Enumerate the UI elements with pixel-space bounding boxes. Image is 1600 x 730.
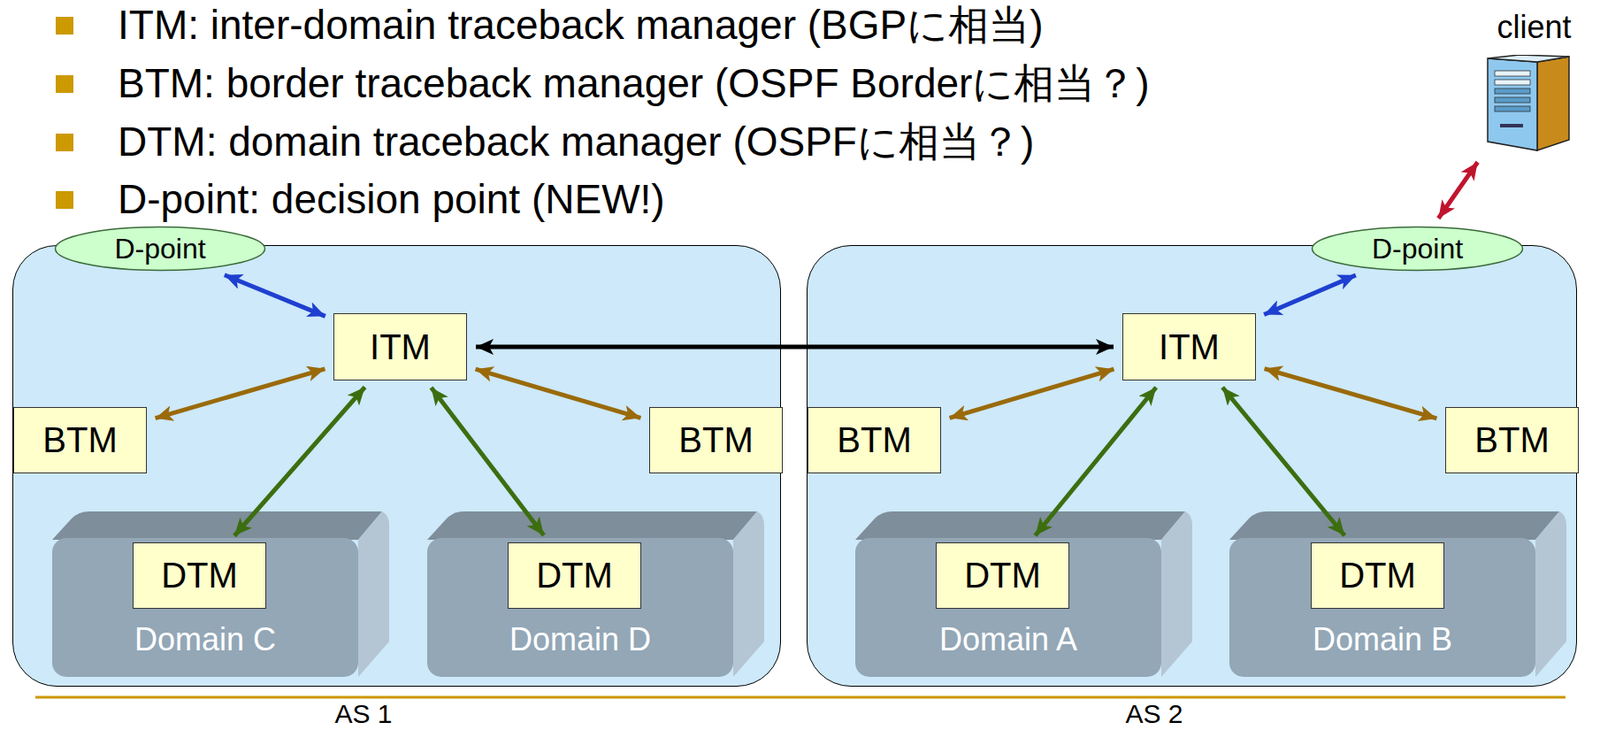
node-label: DTM	[964, 555, 1042, 596]
decision-ellipse: D-point	[53, 225, 267, 272]
node-label: ITM	[1158, 327, 1220, 368]
domain-label: Domain B	[1229, 620, 1536, 659]
manager-box: BTM	[807, 406, 942, 474]
node-label: D-point	[114, 232, 206, 266]
computer-icon	[1482, 54, 1580, 154]
bullet-square	[55, 133, 74, 152]
manager-box: DTM	[935, 542, 1070, 609]
connector-arrow	[224, 275, 326, 317]
connector-arrow	[1263, 275, 1356, 315]
connector-arrow	[1264, 368, 1438, 419]
connector-arrow	[155, 368, 326, 419]
client-computer: client	[1478, 7, 1590, 155]
bullet-square	[55, 16, 74, 35]
domain-label: Domain A	[855, 620, 1162, 659]
manager-box: ITM	[1122, 313, 1256, 381]
manager-box: ITM	[333, 313, 467, 381]
connector-arrow	[475, 344, 1114, 350]
as-region: AS 1D-pointITMBTMBTMDomain CDTMDomain DD…	[12, 244, 781, 687]
bullet-text: D-point: decision point (NEW!)	[117, 176, 666, 223]
as-region: AS 2D-pointITMBTMBTMDomain ADTMDomain BD…	[806, 244, 1578, 687]
manager-box: DTM	[1310, 542, 1445, 609]
connector-arrow	[234, 387, 366, 536]
manager-box: BTM	[649, 406, 783, 474]
node-label: BTM	[836, 420, 912, 460]
manager-box: BTM	[1445, 406, 1579, 474]
connector-arrow	[949, 368, 1115, 418]
connector-arrow	[1034, 387, 1156, 536]
bullet-square	[55, 191, 74, 209]
decision-ellipse: D-point	[1310, 225, 1524, 272]
domain-label: Domain D	[427, 620, 734, 659]
connector-arrow	[1438, 161, 1478, 219]
as-label: AS 2	[1125, 700, 1183, 728]
domain-block: Domain D DTM	[427, 511, 765, 677]
domain-block: Domain A DTM	[855, 511, 1193, 677]
bullet-text: DTM: domain traceback manager (OSPFに相当？)	[117, 118, 1034, 165]
node-label: BTM	[1474, 420, 1549, 460]
node-label: BTM	[42, 420, 117, 460]
domain-block: Domain C DTM	[52, 511, 390, 677]
connector-arrow	[1222, 387, 1345, 536]
node-label: ITM	[369, 327, 431, 368]
node-label: BTM	[678, 420, 753, 460]
domain-label: Domain C	[52, 620, 359, 659]
manager-box: DTM	[132, 542, 267, 609]
node-label: D-point	[1371, 232, 1463, 266]
client-label: client	[1478, 8, 1590, 46]
node-label: DTM	[1339, 555, 1417, 596]
bullet-text: ITM: inter-domain traceback manager (BGP…	[117, 1, 1044, 48]
node-label: DTM	[535, 555, 613, 596]
divider-line	[35, 696, 1566, 699]
as-label: AS 1	[334, 700, 392, 728]
node-label: DTM	[160, 555, 238, 596]
bullet-square	[55, 75, 74, 93]
connector-arrow	[475, 368, 642, 418]
manager-box: DTM	[507, 542, 642, 609]
connector-arrow	[431, 387, 544, 536]
domain-block: Domain B DTM	[1229, 511, 1567, 677]
manager-box: BTM	[13, 406, 147, 474]
bullet-text: BTM: border traceback manager (OSPF Bord…	[117, 60, 1150, 107]
